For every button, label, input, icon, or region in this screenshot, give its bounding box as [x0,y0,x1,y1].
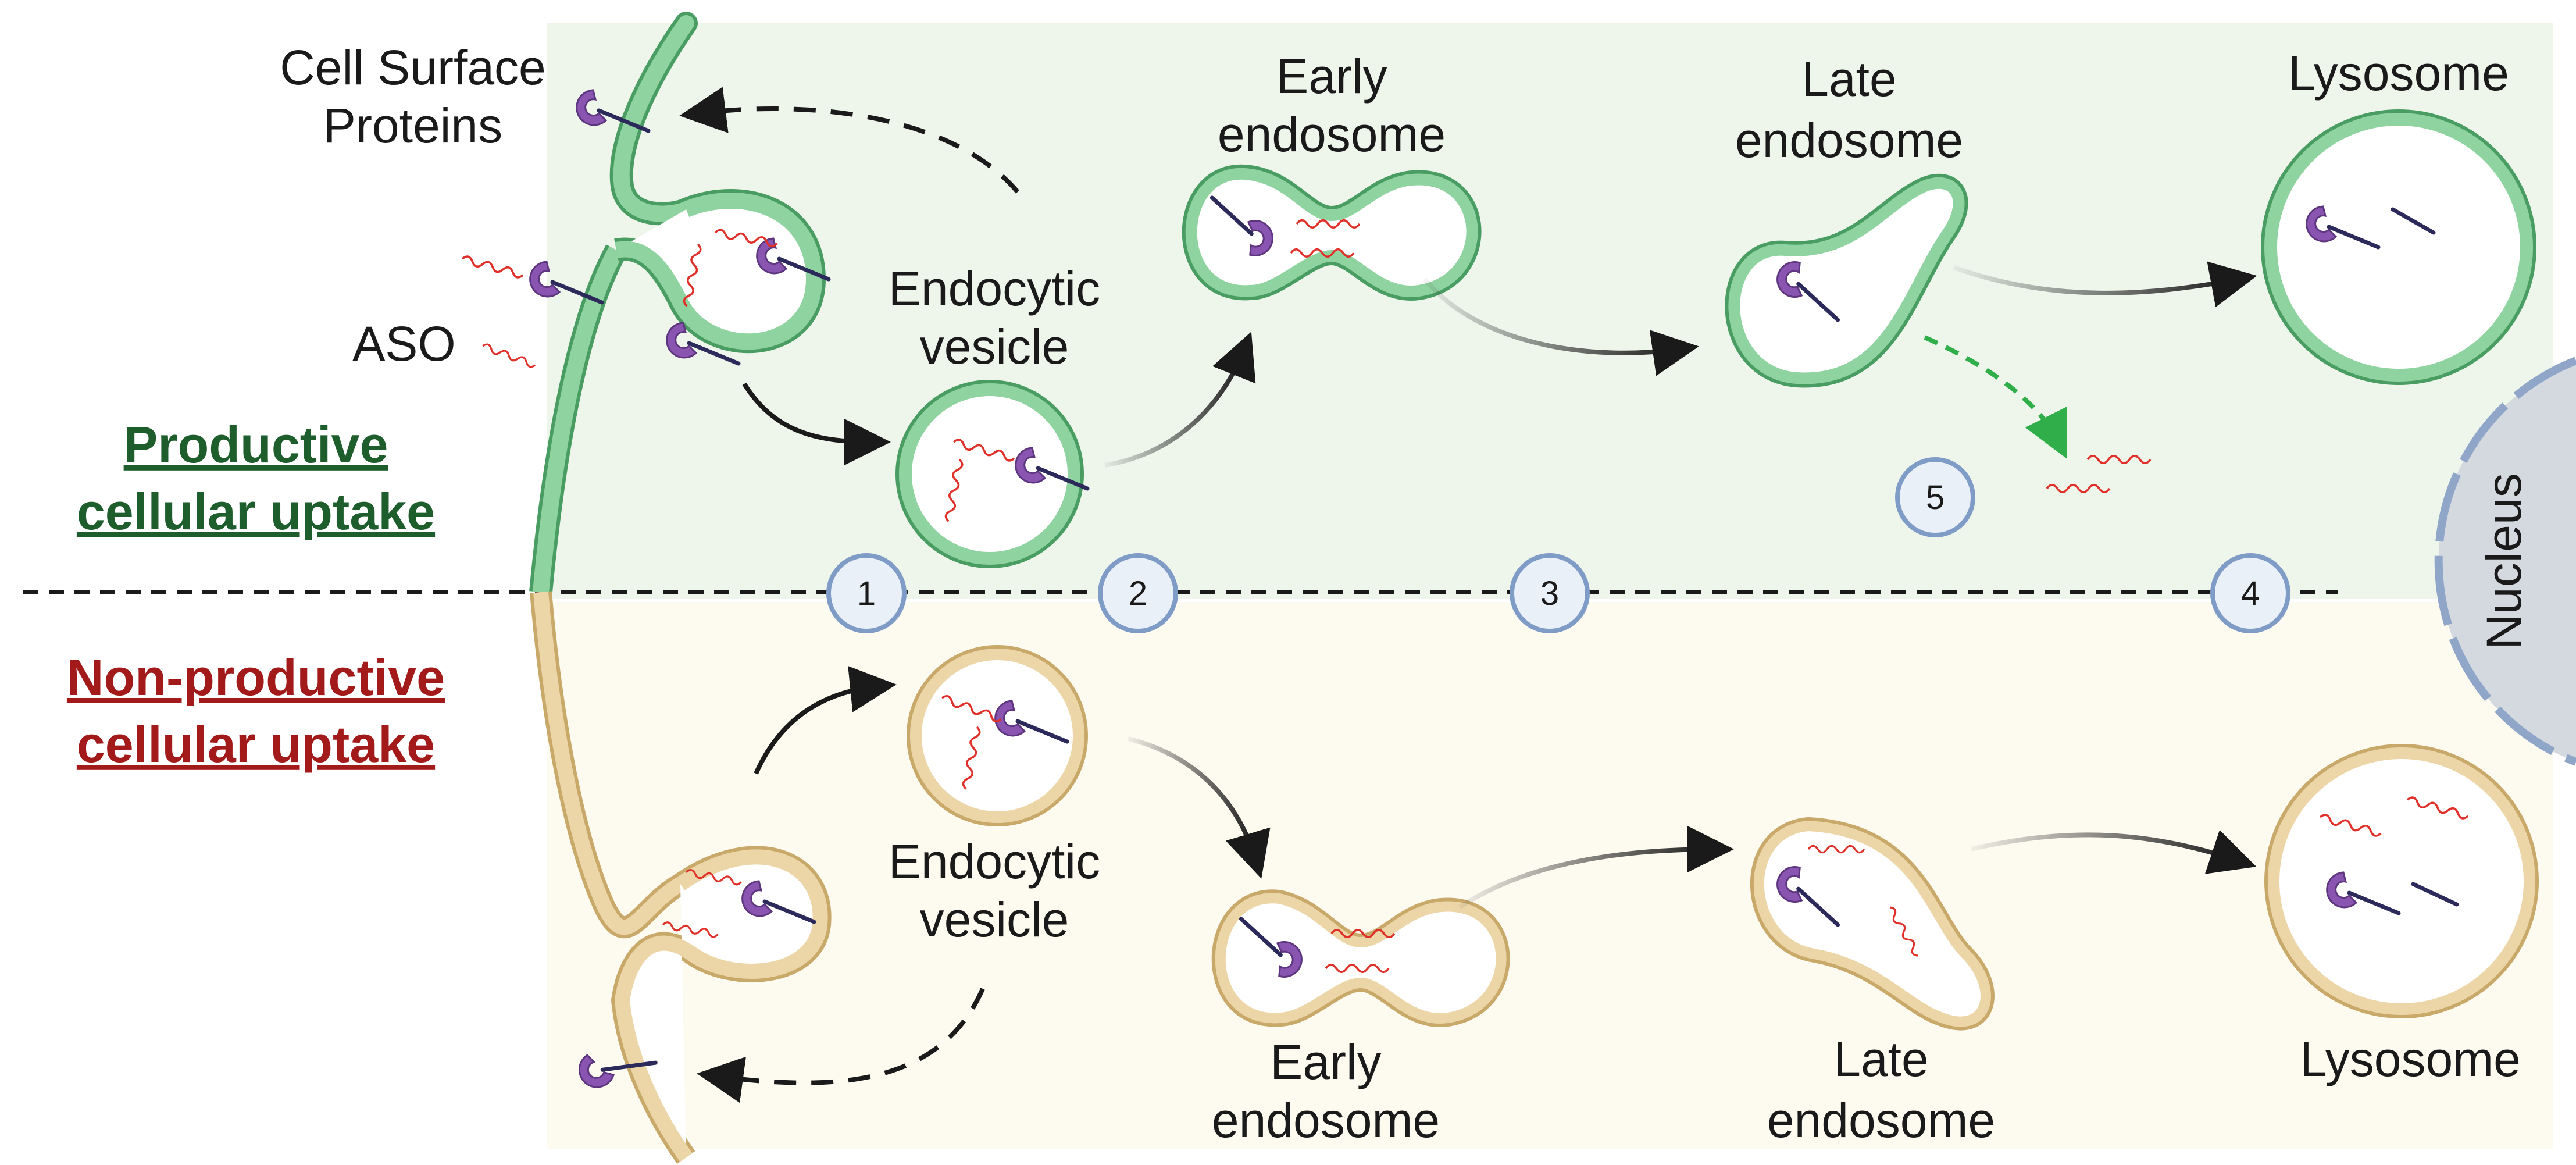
nonproductive-endocytic-label-1: Endocytic [889,834,1100,889]
step-1-label: 1 [857,575,876,612]
step-2: 2 [1098,553,1178,633]
nonproductive-early-label-1: Early [1270,1035,1381,1089]
nucleus: Nucleus [2434,357,2576,766]
nonproductive-endocytic-vesicle [907,645,1088,826]
pathway-arrows [679,87,2257,1103]
productive-membrane [529,12,826,593]
productive-endocytic-vesicle [895,380,1087,568]
step-5: 5 [1895,457,1975,537]
step-4-label: 4 [2241,575,2260,612]
nonproductive-late-label-2: endosome [1767,1093,1995,1148]
nucleus-label: Nucleus [2477,473,2531,649]
productive-lysosome-label: Lysosome [2288,46,2509,101]
productive-endocytic-label-1: Endocytic [889,261,1100,316]
productive-label-1: Productive [124,416,388,473]
nonproductive-early-label-2: endosome [1212,1093,1440,1148]
productive-region-bg [547,23,2553,599]
nonproductive-lysosome [2264,744,2539,1018]
nonproductive-label-1: Non-productive [67,649,445,706]
productive-endocytic-label-2: vesicle [920,319,1069,374]
nonproductive-late-endosome [1750,817,1995,1031]
productive-label-2: cellular uptake [77,483,435,540]
nonproductive-label-2: cellular uptake [77,715,435,773]
cell-surface-label-1: Cell Surface [280,40,546,95]
step-1: 1 [826,553,907,633]
nonproductive-late-label-1: Late [1833,1032,1929,1086]
nonproductive-lysosome-label: Lysosome [2300,1032,2521,1086]
step-4: 4 [2210,553,2290,633]
productive-early-label-2: endosome [1218,107,1446,162]
productive-lysosome [2261,109,2536,385]
step-5-label: 5 [1926,479,1945,516]
productive-early-label-1: Early [1276,49,1387,104]
cell-surface-label-2: Proteins [323,98,502,153]
nonproductive-membrane [530,591,832,1164]
productive-late-endosome [1725,173,1968,388]
nonproductive-region-bg [547,602,2553,1149]
productive-late-label-1: Late [1801,52,1897,106]
aso-label: ASO [352,316,455,371]
productive-early-endosome [1182,164,1482,301]
step-3: 3 [1510,553,1590,633]
nonproductive-endocytic-label-2: vesicle [920,892,1069,947]
nonproductive-early-endosome [1211,889,1510,1027]
step-2-label: 2 [1129,575,1147,612]
step-3-label: 3 [1540,575,1559,612]
productive-late-label-2: endosome [1735,113,1963,168]
